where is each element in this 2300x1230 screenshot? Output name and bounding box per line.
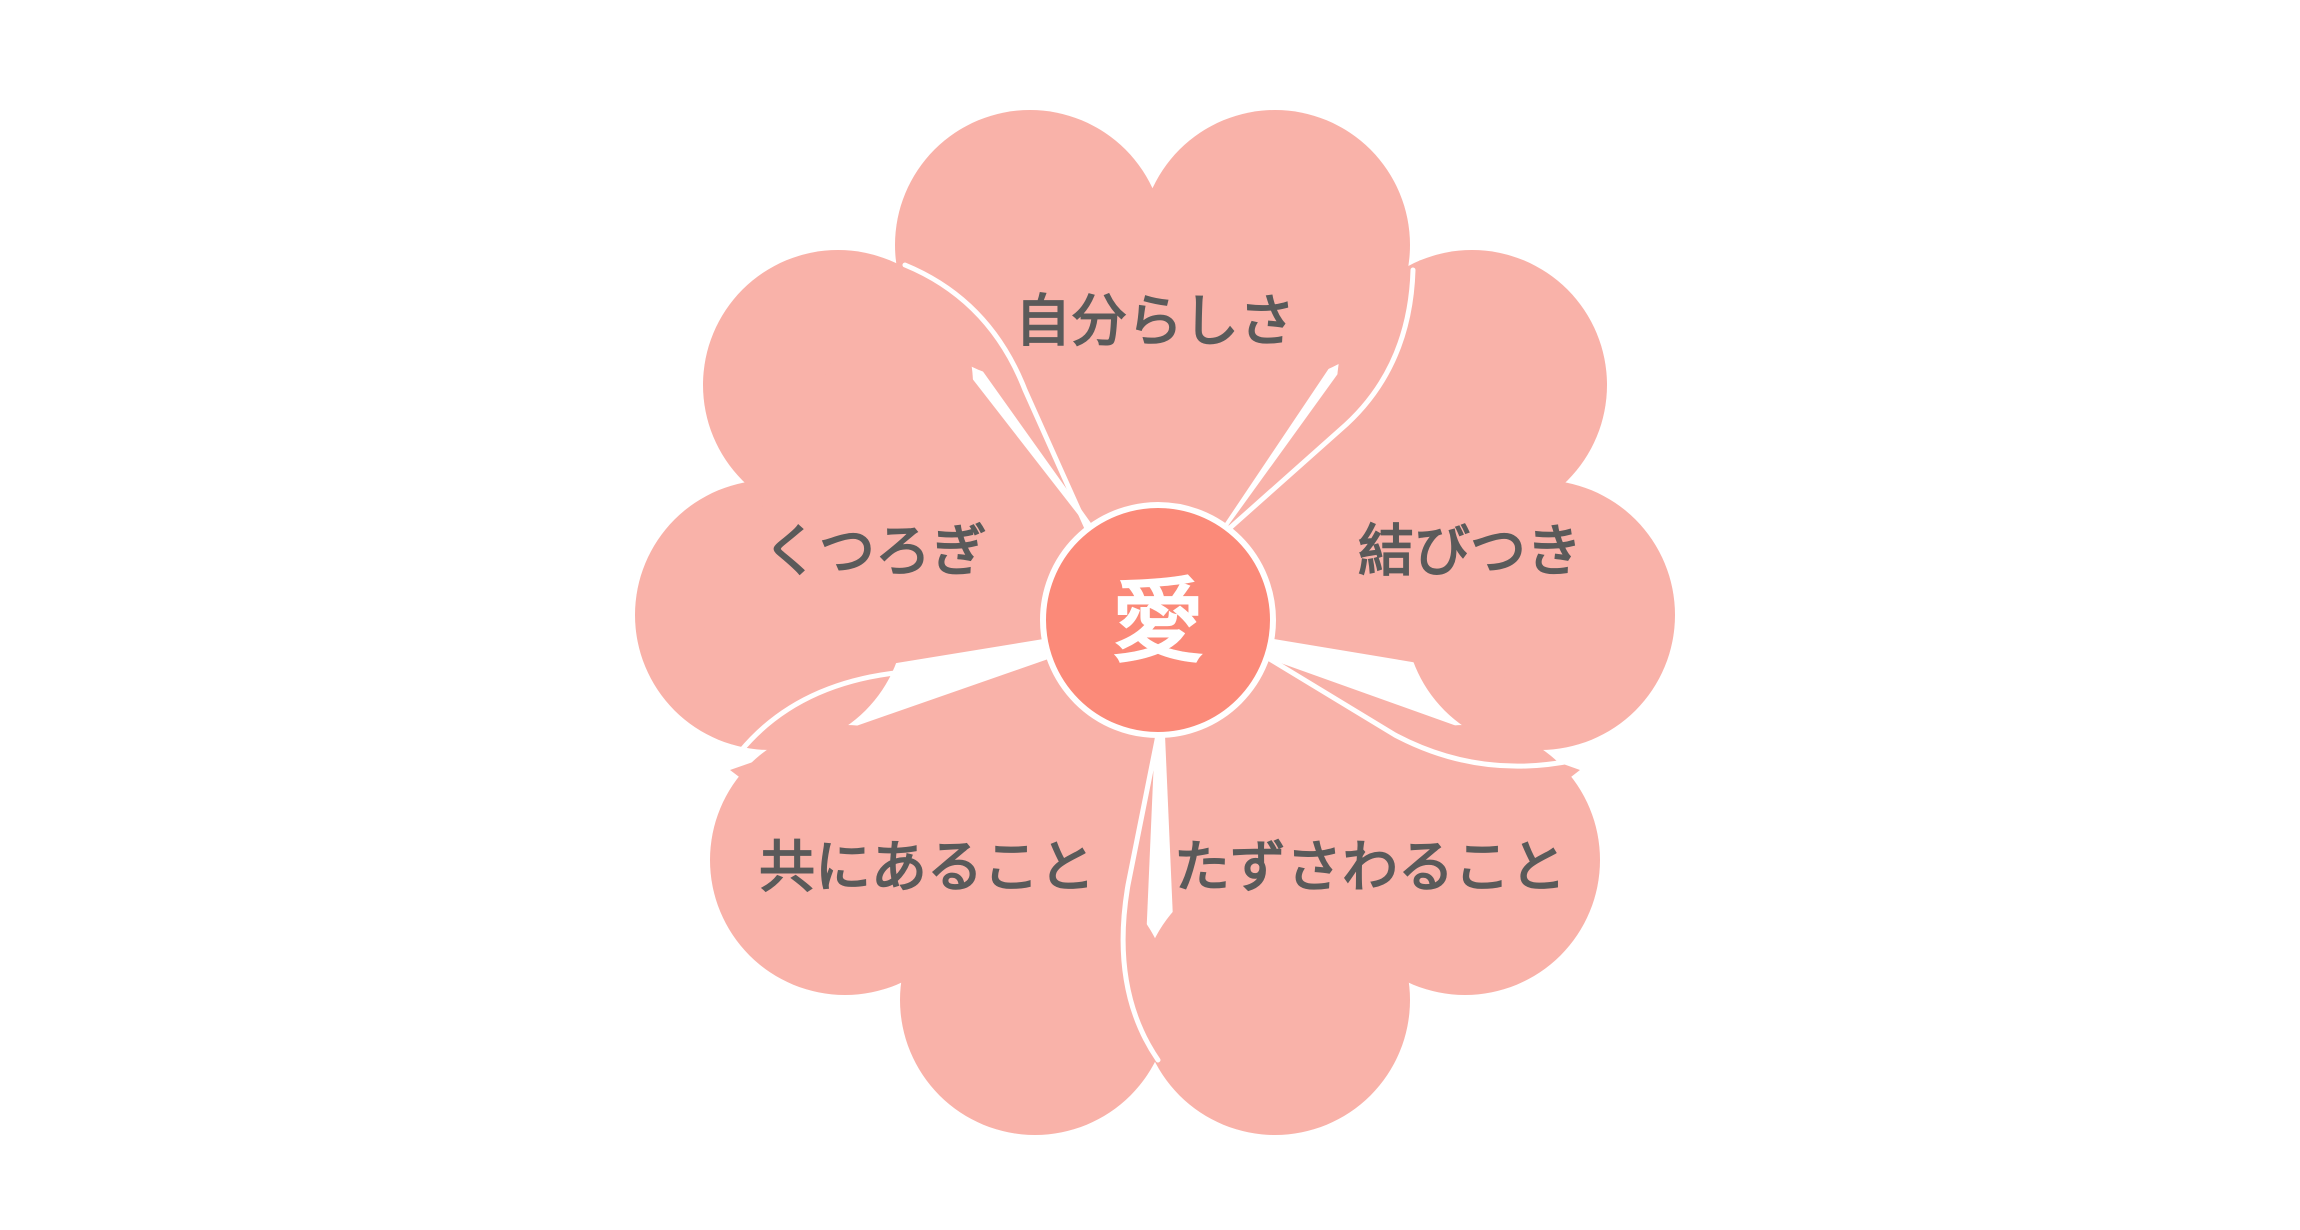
divider-bottom (1120, 732, 1161, 1063)
divider-left (737, 654, 1049, 755)
petal-label-bottom-left: 共にあること (759, 836, 1095, 901)
flower-center: 愛 (1040, 502, 1276, 738)
petal-bottom-right-point (1160, 620, 1580, 1080)
petal-label-right: 結びつき (1358, 520, 1582, 585)
divider-top-left (902, 262, 1093, 538)
center-circle (1040, 502, 1276, 738)
petal-bottom-left-point (730, 620, 1160, 1080)
petal-right (1160, 250, 1675, 750)
petals (635, 110, 1675, 1135)
petal-dividers (737, 262, 1578, 1063)
petal-bottom-right (1140, 620, 1600, 1135)
divider-right (1265, 655, 1578, 769)
petal-left-point (670, 260, 1160, 700)
petal-label-left: くつろぎ (763, 520, 987, 585)
petal-right-point (1160, 260, 1640, 700)
petal-label-top: 自分らしさ (1015, 290, 1295, 355)
petal-bottom-left (710, 620, 1170, 1135)
divider-top-right (1219, 267, 1416, 538)
petal-label-bottom-right: たずさわること (1174, 836, 1566, 901)
center-label: 愛 (1112, 569, 1204, 676)
petal-labels: 自分らしさ 結びつき たずさわること 共にあること くつろぎ (759, 290, 1582, 901)
petal-top (895, 110, 1410, 620)
petal-top-point (900, 255, 1405, 620)
petal-left (635, 250, 1160, 750)
